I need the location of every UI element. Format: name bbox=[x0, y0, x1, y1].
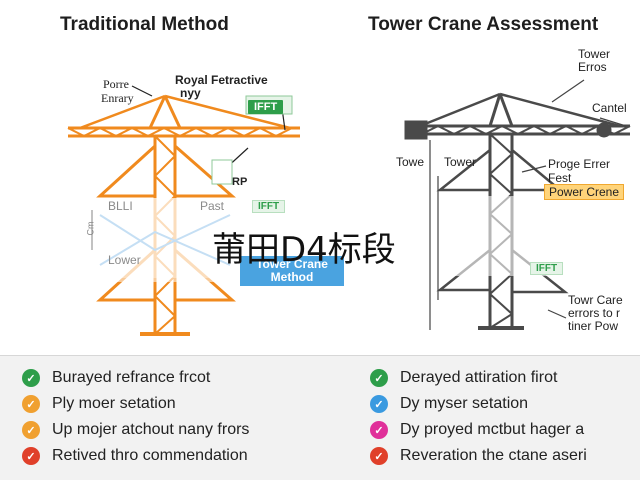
tag-power: Power Crene bbox=[544, 184, 625, 200]
tag-ifft-top: IFFT bbox=[248, 100, 284, 114]
left-list-text: Burayed refrance frcot bbox=[52, 369, 211, 386]
check-icon: ✓ bbox=[370, 421, 388, 439]
right-list-text: Reveration the ctane aseri bbox=[400, 447, 587, 464]
label-cm: Cm bbox=[85, 221, 96, 236]
label-lower: Lower bbox=[108, 253, 141, 267]
tag-ifft-right: IFFT bbox=[530, 262, 564, 275]
check-icon: ✓ bbox=[22, 421, 40, 439]
tag-ifft-mid: IFFT bbox=[252, 200, 286, 213]
label-erros: Erros bbox=[578, 60, 607, 74]
right-title: Tower Crane Assessment bbox=[368, 14, 599, 35]
right-list-text: Derayed attiration firot bbox=[400, 369, 558, 386]
check-icon: ✓ bbox=[370, 369, 388, 387]
label-royal: Royal Fetractive bbox=[175, 73, 268, 87]
label-proge: Proge Errer bbox=[548, 157, 611, 171]
label-towe: Towe bbox=[396, 155, 425, 169]
right-list-item: ✓ Dy myser setation bbox=[370, 395, 528, 413]
left-list-text: Ply moer setation bbox=[52, 395, 176, 412]
label-nyy: nyy bbox=[180, 86, 201, 100]
right-list-item: ✓ Reveration the ctane aseri bbox=[370, 447, 587, 465]
left-list-item: ✓ Retived thro commendation bbox=[22, 447, 248, 465]
left-list-item: ✓ Ply moer setation bbox=[22, 395, 176, 413]
label-past: Past bbox=[200, 199, 225, 213]
divider bbox=[0, 355, 640, 356]
check-icon: ✓ bbox=[22, 447, 40, 465]
left-list-text: Retived thro commendation bbox=[52, 447, 248, 464]
left-list-text: Up mojer atchout nany frors bbox=[52, 421, 250, 438]
comparison-panel bbox=[0, 356, 640, 480]
label-blli: BLLI bbox=[108, 199, 133, 213]
label-enrary: Enrary bbox=[101, 91, 134, 105]
note-line3: tiner Pow bbox=[568, 319, 619, 333]
check-icon: ✓ bbox=[22, 369, 40, 387]
right-list-item: ✓ Dy proyed mctbut hager a bbox=[370, 421, 584, 439]
watermark: 莆田D4标段 bbox=[212, 230, 396, 270]
note-line1: Towr Care bbox=[568, 293, 623, 307]
crane-diagrams bbox=[67, 79, 631, 336]
check-icon: ✓ bbox=[370, 447, 388, 465]
label-porre: Porre bbox=[103, 77, 129, 91]
left-title: Traditional Method bbox=[60, 14, 229, 35]
left-list-item: ✓ Up mojer atchout nany frors bbox=[22, 421, 249, 439]
right-list-text: Dy myser setation bbox=[400, 395, 529, 412]
note-line2: errors to r bbox=[568, 306, 621, 320]
tag-method-line1: Tower Crane bbox=[256, 257, 328, 271]
check-icon: ✓ bbox=[22, 395, 40, 413]
label-rp: RP bbox=[232, 176, 248, 188]
check-icon: ✓ bbox=[370, 395, 388, 413]
label-cantel: Cantel bbox=[592, 101, 627, 115]
tag-method-line2: Method bbox=[270, 270, 314, 284]
label-tower-mid: Tower bbox=[444, 155, 477, 169]
label-tower-top: Tower bbox=[578, 47, 611, 61]
tag-method: Tower Crane Method bbox=[240, 256, 344, 286]
label-fest: Fest bbox=[548, 171, 572, 185]
right-list-text: Dy proyed mctbut hager a bbox=[400, 421, 585, 438]
left-list-item: ✓ Burayed refrance frcot bbox=[22, 369, 210, 387]
right-list-item: ✓ Derayed attiration firot bbox=[370, 369, 557, 387]
